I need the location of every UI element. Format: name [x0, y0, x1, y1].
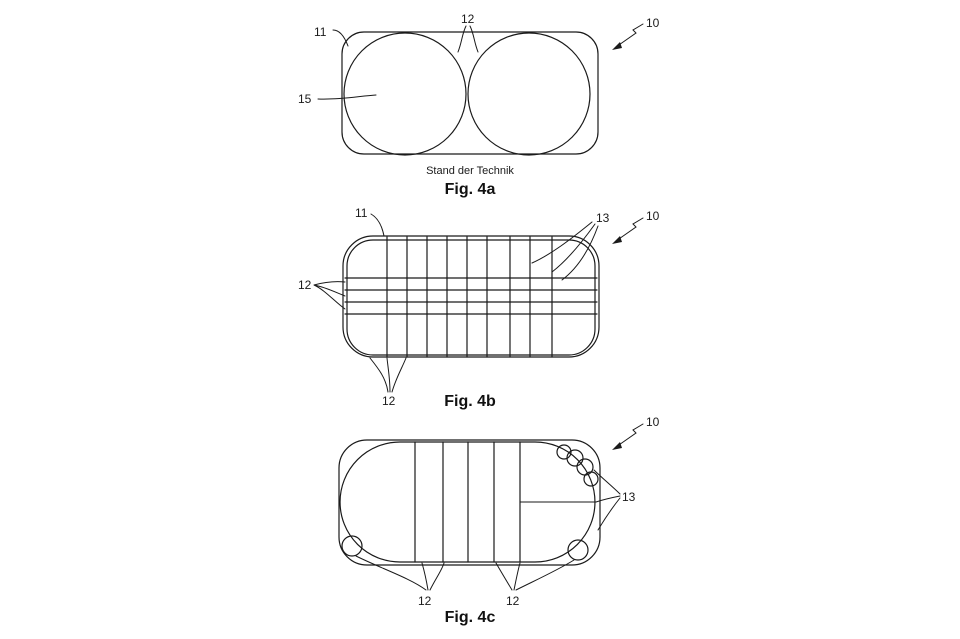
arrow-10-head [612, 42, 622, 50]
cell-stack-outline [346, 239, 596, 356]
leader-lines-12-right [495, 559, 575, 591]
leader-line-11 [370, 213, 385, 237]
horizontal-cell-rows [344, 277, 598, 315]
vertical-cell-dividers [414, 441, 521, 563]
cell-stack-capsule [339, 441, 596, 563]
arrow-10 [615, 23, 644, 48]
leader-lines-13 [593, 469, 621, 531]
leader-lines-12-left [355, 555, 445, 591]
container-outline [341, 31, 599, 155]
leader-line-12 [457, 25, 479, 53]
leader-lines-13 [531, 221, 599, 281]
ref-12-right: 12 [506, 594, 520, 608]
leader-lines-12-left [313, 281, 346, 310]
leader-lines-12-bottom [369, 357, 407, 393]
figure-caption: Stand der Technik [426, 165, 514, 177]
arrow-10 [615, 217, 644, 242]
small-filler-cells [341, 444, 599, 561]
ref-15: 15 [298, 92, 312, 106]
vertical-cell-dividers [386, 236, 553, 358]
container-outline [342, 235, 600, 358]
round-cell-right [467, 32, 591, 156]
ref-13: 13 [596, 211, 610, 225]
arrow-10-head [612, 236, 622, 244]
container-outline [338, 439, 601, 566]
arrow-10-head [612, 442, 622, 450]
ref-10: 10 [646, 415, 660, 429]
ref-12-bottom: 12 [382, 394, 396, 408]
ref-11: 11 [314, 25, 327, 39]
ref-12: 12 [461, 12, 475, 26]
ref-12-left: 12 [298, 278, 312, 292]
figure-4b: 11 13 12 12 10 Fig. 4b [298, 206, 660, 410]
figure-label: Fig. 4b [444, 393, 496, 410]
figure-4c: 13 12 12 10 Fig. 4c [338, 415, 660, 626]
arrow-10 [615, 423, 644, 448]
ref-13: 13 [622, 490, 636, 504]
figure-label: Fig. 4a [445, 181, 496, 198]
ref-11: 11 [355, 206, 368, 220]
figure-4a: 11 12 15 10 Stand der Technik Fig. 4a [298, 12, 660, 198]
ref-10: 10 [646, 16, 660, 30]
ref-10: 10 [646, 209, 660, 223]
leader-line-11 [332, 29, 349, 47]
ref-12-left: 12 [418, 594, 432, 608]
figure-label: Fig. 4c [445, 609, 496, 626]
leader-line-15 [317, 94, 377, 100]
round-cell-left [343, 32, 467, 156]
